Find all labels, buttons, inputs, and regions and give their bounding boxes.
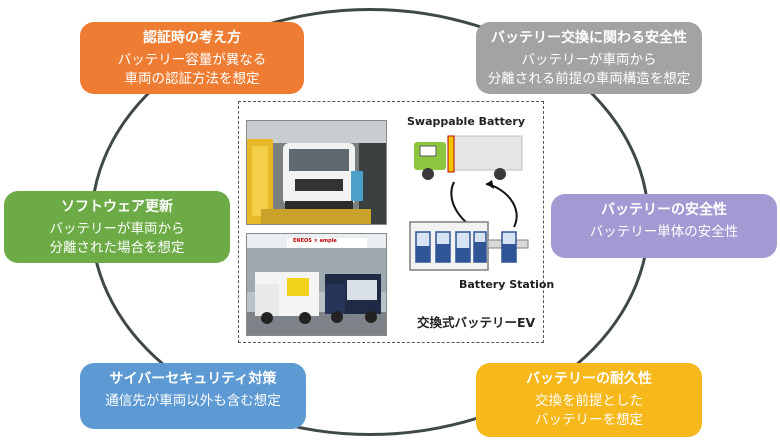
card-swap-safety-title: バッテリー交換に関わる安全性 <box>491 30 687 46</box>
battery-station-label: Battery Station <box>459 278 555 291</box>
station-trucks-illustration <box>247 234 386 335</box>
card-durability-title: バッテリーの耐久性 <box>526 371 652 387</box>
card-software: ソフトウェア更新 バッテリーが車両から 分離された場合を想定 <box>4 191 230 263</box>
photo-truck-swap-station <box>246 120 387 225</box>
swappable-battery-label: Swappable Battery <box>407 115 525 128</box>
truck-front-illustration <box>247 121 386 224</box>
card-swap-safety-body: バッテリーが車両から 分離される前提の車両構造を想定 <box>487 52 691 87</box>
card-software-title: ソフトウェア更新 <box>61 199 173 215</box>
card-battery-safety-body: バッテリー単体の安全性 <box>589 224 739 240</box>
card-certification-body: バッテリー容量が異なる 車両の認証方法を想定 <box>117 52 267 87</box>
ev-truck-icon <box>414 135 523 180</box>
card-certification-title: 認証時の考え方 <box>143 30 241 46</box>
card-software-body: バッテリーが車両から 分離された場合を想定 <box>49 221 185 256</box>
card-cyber: サイバーセキュリティ対策 通信先が車両以外も含む想定 <box>80 363 306 429</box>
card-cyber-body: 通信先が車両以外も含む想定 <box>105 393 281 409</box>
photo-trucks-station: ENEOS × ample <box>246 233 387 336</box>
swappable-ev-caption: 交換式バッテリーEV <box>417 315 536 330</box>
center-panel: ENEOS × ample Swappable Battery <box>238 101 554 343</box>
swap-cycle-diagram <box>409 135 529 271</box>
battery-station-icon <box>409 221 529 271</box>
card-battery-safety: バッテリーの安全性 バッテリー単体の安全性 <box>551 194 777 258</box>
station-sign-text: ENEOS × ample <box>293 238 337 244</box>
card-battery-safety-title: バッテリーの安全性 <box>601 202 727 218</box>
card-durability-body: 交換を前提とした バッテリーを想定 <box>535 393 643 428</box>
card-swap-safety: バッテリー交換に関わる安全性 バッテリーが車両から 分離される前提の車両構造を想… <box>476 22 702 94</box>
card-durability: バッテリーの耐久性 交換を前提とした バッテリーを想定 <box>476 363 702 437</box>
card-cyber-title: サイバーセキュリティ対策 <box>109 371 277 387</box>
card-certification: 認証時の考え方 バッテリー容量が異なる 車両の認証方法を想定 <box>80 22 304 94</box>
